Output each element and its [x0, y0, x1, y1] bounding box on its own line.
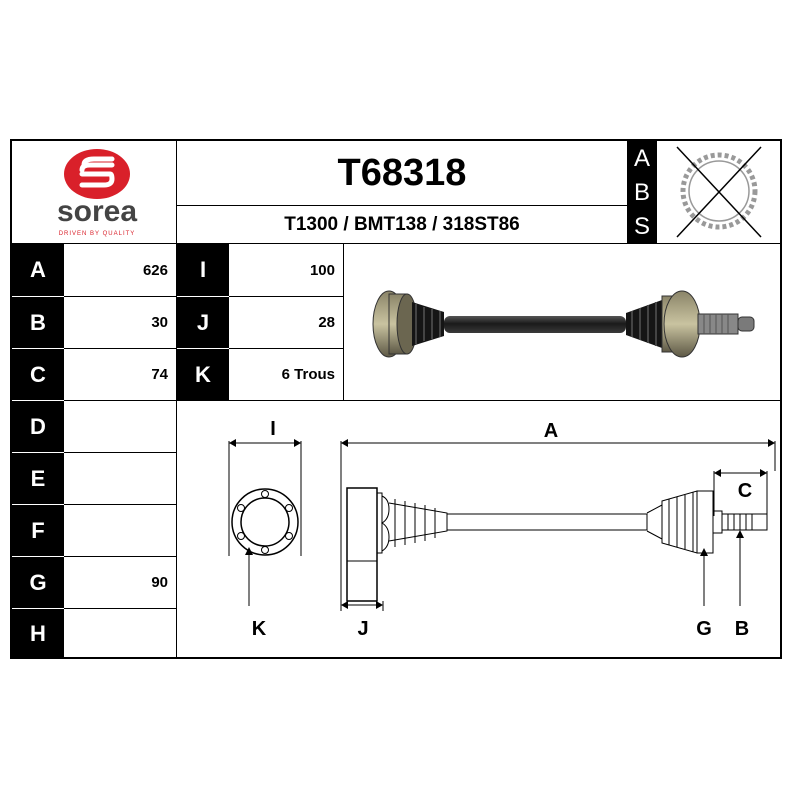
shaft-side-view: [340, 439, 776, 611]
spec-value-h: [64, 608, 176, 659]
spec-key-h: H: [12, 608, 64, 659]
spec-value-i: 100: [309, 261, 335, 279]
logo: sorea DRIVEN BY QUALITY: [12, 141, 176, 243]
spec-key-i: I: [177, 244, 229, 296]
spec-value-c: 74: [64, 348, 176, 400]
spec-key-g: G: [12, 556, 64, 608]
spec-value-a: 626: [142, 261, 168, 279]
abs-letter-a: A: [633, 145, 650, 172]
reference-numbers: T1300 / BMT138 / 318ST86: [284, 213, 520, 235]
abs-letter-b: B: [633, 179, 650, 206]
diagram-label-k: K: [252, 618, 267, 640]
spec-key-j: J: [177, 296, 229, 348]
dimension-diagram: I A C K J G B: [177, 401, 782, 659]
part-number: T68318: [337, 151, 467, 194]
spec-key-b: B: [12, 296, 64, 348]
brand-tagline: DRIVEN BY QUALITY: [59, 231, 136, 237]
spec-value-k: 6 Trous: [229, 348, 343, 400]
spec-table-mid: I 100 J 28 K 6 Trous: [177, 244, 343, 400]
spec-value-g: 90: [64, 556, 176, 608]
product-photo: [344, 244, 782, 400]
spec-key-a: A: [12, 244, 64, 296]
spec-table-left: A 626 B 30 C 74 D E F G 90 H: [12, 244, 176, 659]
spec-key-d: D: [12, 400, 64, 452]
spec-key-c: C: [12, 348, 64, 400]
spec-value-e: [64, 452, 176, 504]
abs-letter-s: S: [633, 213, 650, 240]
spec-value-f: [64, 504, 176, 556]
flange-view: [228, 439, 302, 606]
diagram-label-a: A: [544, 420, 558, 442]
brand-name: sorea: [57, 195, 137, 228]
spec-value-j: 28: [229, 296, 343, 348]
spec-value-b: 30: [64, 296, 176, 348]
product-sheet: sorea DRIVEN BY QUALITY T68318 T1300 / B…: [10, 139, 782, 659]
abs-ring-crossed-icon: [657, 141, 782, 243]
diagram-label-b: B: [735, 618, 749, 640]
spec-key-f: F: [12, 504, 64, 556]
spec-key-k: K: [177, 348, 229, 400]
abs-column: A B S: [627, 141, 657, 243]
diagram-label-g: G: [696, 618, 712, 640]
diagram-label-j: J: [357, 618, 368, 640]
spec-value-d: [64, 400, 176, 452]
diagram-label-i: I: [270, 418, 276, 440]
spec-key-e: E: [12, 452, 64, 504]
diagram-label-c: C: [738, 480, 752, 502]
